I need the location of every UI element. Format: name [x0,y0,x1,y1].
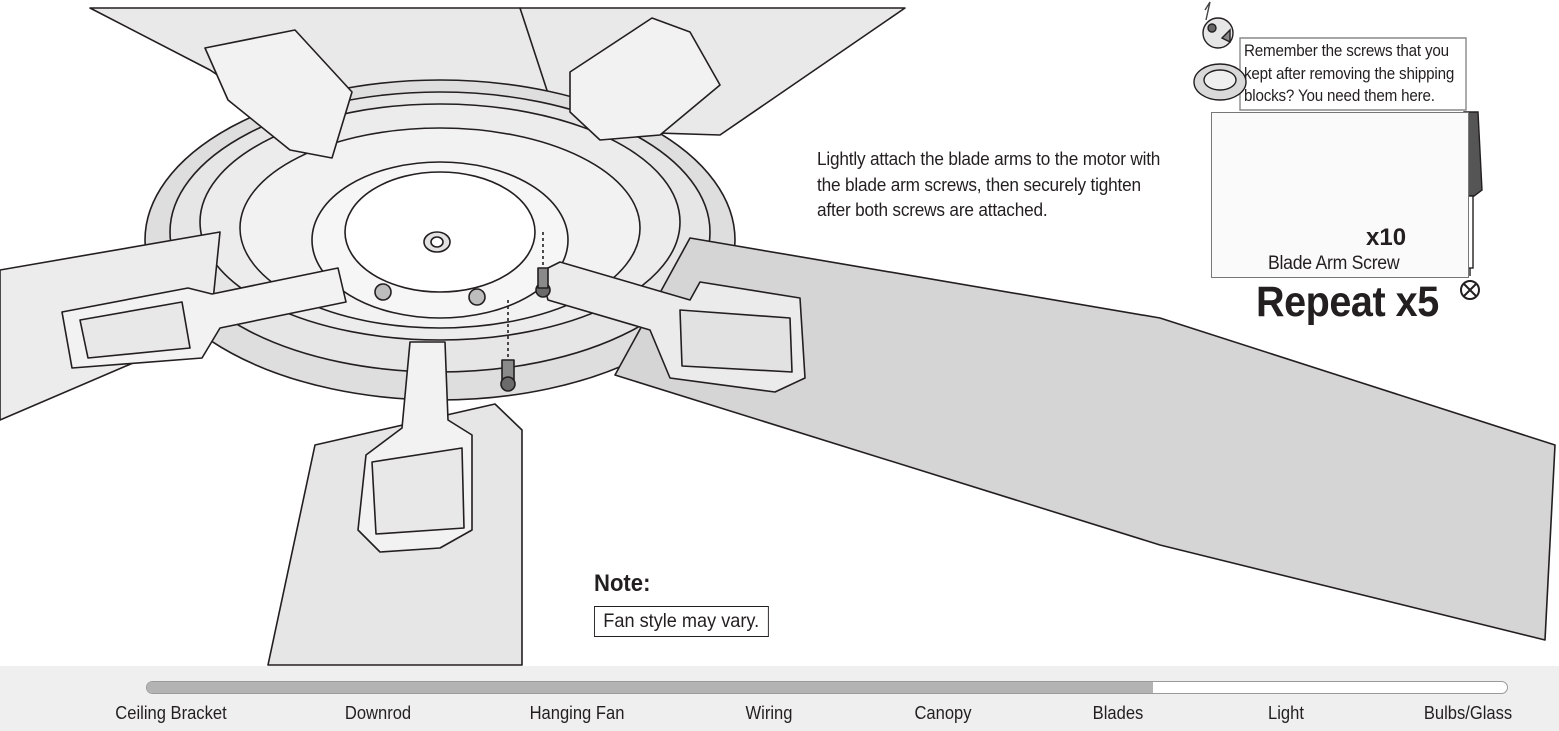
progress-step-wiring[interactable]: Wiring [745,703,793,723]
hardware-part-name: Blade Arm Screw [1268,253,1400,274]
progress-step-ceiling-bracket[interactable]: Ceiling Bracket [115,703,227,723]
progress-step-downrod[interactable]: Downrod [344,703,412,723]
shipping-block-thumbnail-icon [1193,1,1247,101]
fan-blade-right [614,237,1556,641]
hub-screw [374,283,392,301]
assembly-progress-bar: Ceiling Bracket Downrod Hanging Fan Wiri… [0,666,1559,731]
progress-step-light[interactable]: Light [1268,703,1304,723]
progress-step-hanging-fan[interactable]: Hanging Fan [529,703,625,723]
progress-step-bulbs-glass[interactable]: Bulbs/Glass [1423,703,1513,723]
progress-fill [147,682,1154,693]
blade-arm-top-right [569,17,721,141]
hardware-inset-box [1211,112,1469,278]
progress-step-canopy[interactable]: Canopy [914,703,972,723]
hub-screw [468,288,486,306]
blade-arm-top-left [204,29,353,159]
progress-step-blades[interactable]: Blades [1092,703,1144,723]
note-text: Fan style may vary. [594,606,769,637]
repeat-label: Repeat x5 [1256,278,1439,326]
screw-quantity: x10 [1366,224,1407,251]
progress-track [146,681,1508,694]
note-title: Note: [594,570,651,597]
step-instruction-text: Lightly attach the blade arms to the mot… [817,148,1161,220]
shipping-screws-reminder: Remember the screws that you kept after … [1244,42,1455,105]
fan-blade-assembly-illustration [0,1,1556,666]
